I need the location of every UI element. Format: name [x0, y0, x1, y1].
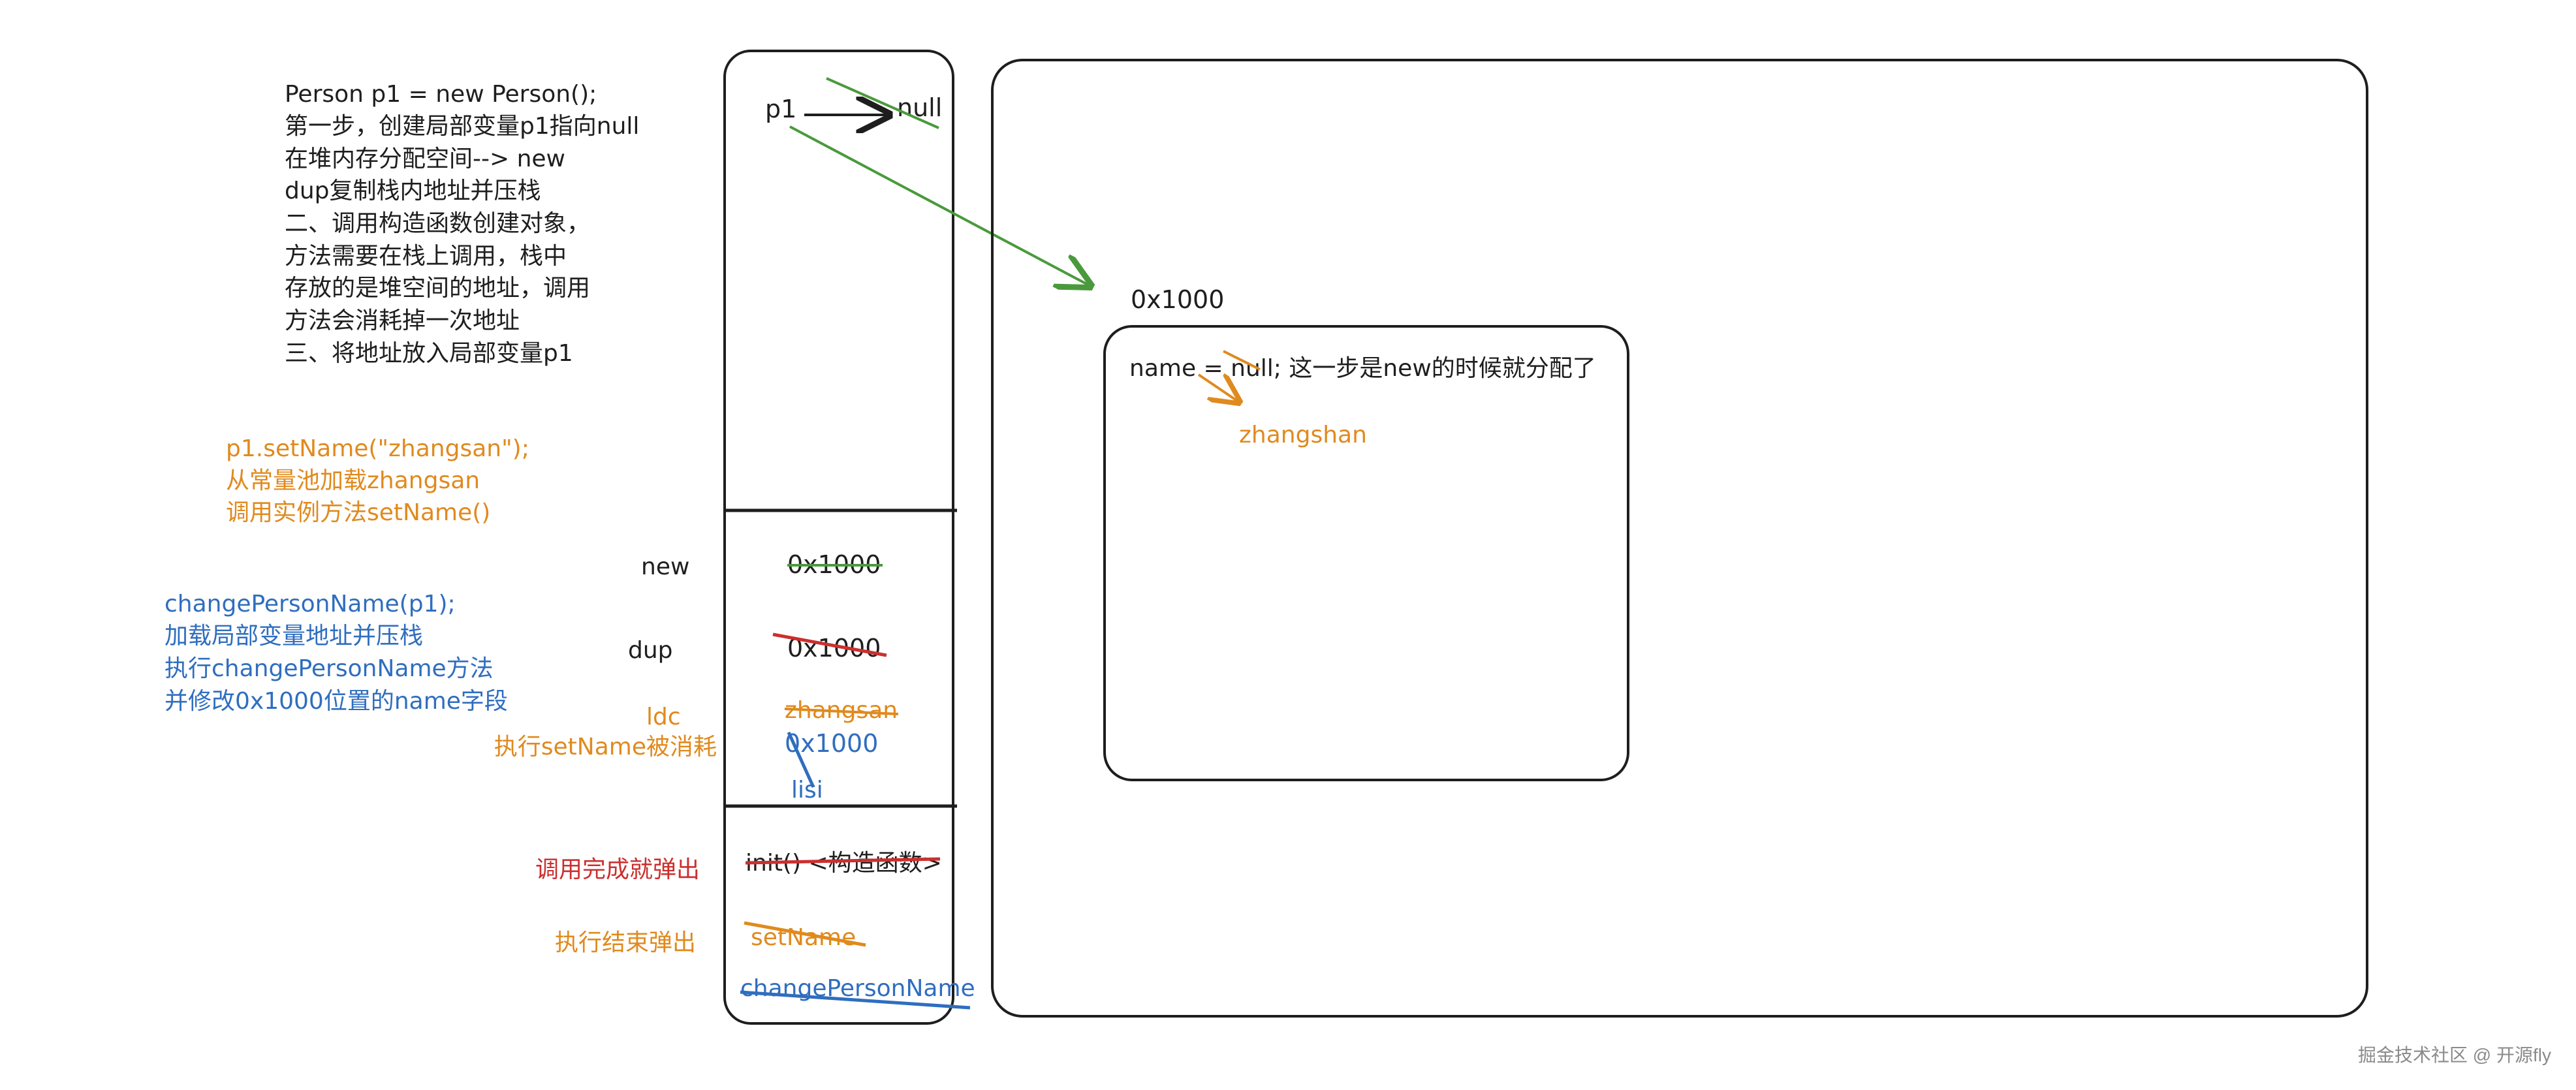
- note-creation-line: 第一步，创建局部变量p1指向null: [285, 113, 639, 140]
- heap-object: [1103, 325, 1629, 781]
- note-creation-line: 三、将地址放入局部变量p1: [285, 340, 573, 367]
- note-setname-line: 从常量池加载zhangsan: [226, 467, 480, 494]
- note-creation-line: 在堆内存分配空间--> new: [285, 146, 565, 172]
- null-strike-mark: [826, 77, 939, 129]
- field-update-arrow: [1197, 375, 1239, 402]
- init-strike-mark: [745, 857, 941, 865]
- note-setname-line: p1.setName("zhangsan");: [226, 435, 529, 462]
- p1-reference-arrow: [789, 125, 1090, 286]
- heap-area: [991, 59, 2368, 1018]
- watermark: 掘金技术社区 @ 开源fly: [2358, 1045, 2551, 1065]
- note-change-line: 执行changePersonName方法: [165, 655, 494, 682]
- note-creation-line: Person p1 = new Person();: [285, 81, 597, 108]
- note-creation-line: 存放的是堆空间的地址，调用: [285, 275, 590, 302]
- note-change: changePersonName(p1); 加载局部变量地址并压栈 执行chan…: [165, 591, 508, 715]
- change-strike-mark: [740, 990, 971, 1010]
- operand-label-dup: dup: [628, 637, 673, 664]
- frame-label-setname-pop: 执行结束弹出: [555, 929, 696, 956]
- note-change-line: 并修改0x1000位置的name字段: [165, 688, 508, 715]
- dup-strike-mark: [772, 632, 887, 657]
- stack-column: [723, 50, 954, 1025]
- note-creation: Person p1 = new Person(); 第一步，创建局部变量p1指向…: [285, 81, 639, 367]
- heap-object-address: 0x1000: [1131, 285, 1224, 314]
- operand-loaded-address: 0x1000: [785, 729, 878, 758]
- operand-new-name-value: lisi: [791, 777, 823, 803]
- local-var-p1: p1: [765, 95, 796, 123]
- heap-field-new-value: zhangshan: [1239, 422, 1367, 448]
- setname-strike-mark: [744, 921, 866, 947]
- field-null-strike: [1223, 350, 1261, 371]
- note-creation-line: 方法会消耗掉一次地址: [285, 307, 520, 334]
- frame-label-init-pop: 调用完成就弹出: [535, 856, 700, 883]
- note-change-line: changePersonName(p1);: [165, 591, 456, 617]
- loaded-address-strike: [787, 731, 815, 788]
- note-creation-line: 方法需要在栈上调用，栈中: [285, 243, 567, 270]
- local-value-null: null: [897, 93, 942, 122]
- note-creation-line: dup复制栈内地址并压栈: [285, 178, 541, 204]
- operand-label-ldc: ldc: [646, 704, 681, 730]
- operand-consumed-label: 执行setName被消耗: [494, 734, 717, 760]
- frame-change-person-name: changePersonName: [740, 975, 975, 1002]
- operand-label-new: new: [641, 553, 689, 580]
- note-setname: p1.setName("zhangsan"); 从常量池加载zhangsan 调…: [226, 435, 529, 526]
- heap-field-name: name = null; 这一步是new的时候就分配了: [1129, 355, 1596, 382]
- note-setname-line: 调用实例方法setName(): [226, 499, 490, 526]
- note-creation-line: 二、调用构造函数创建对象，: [285, 210, 590, 237]
- note-change-line: 加载局部变量地址并压栈: [165, 623, 423, 649]
- ldc-strike-mark: [784, 708, 899, 715]
